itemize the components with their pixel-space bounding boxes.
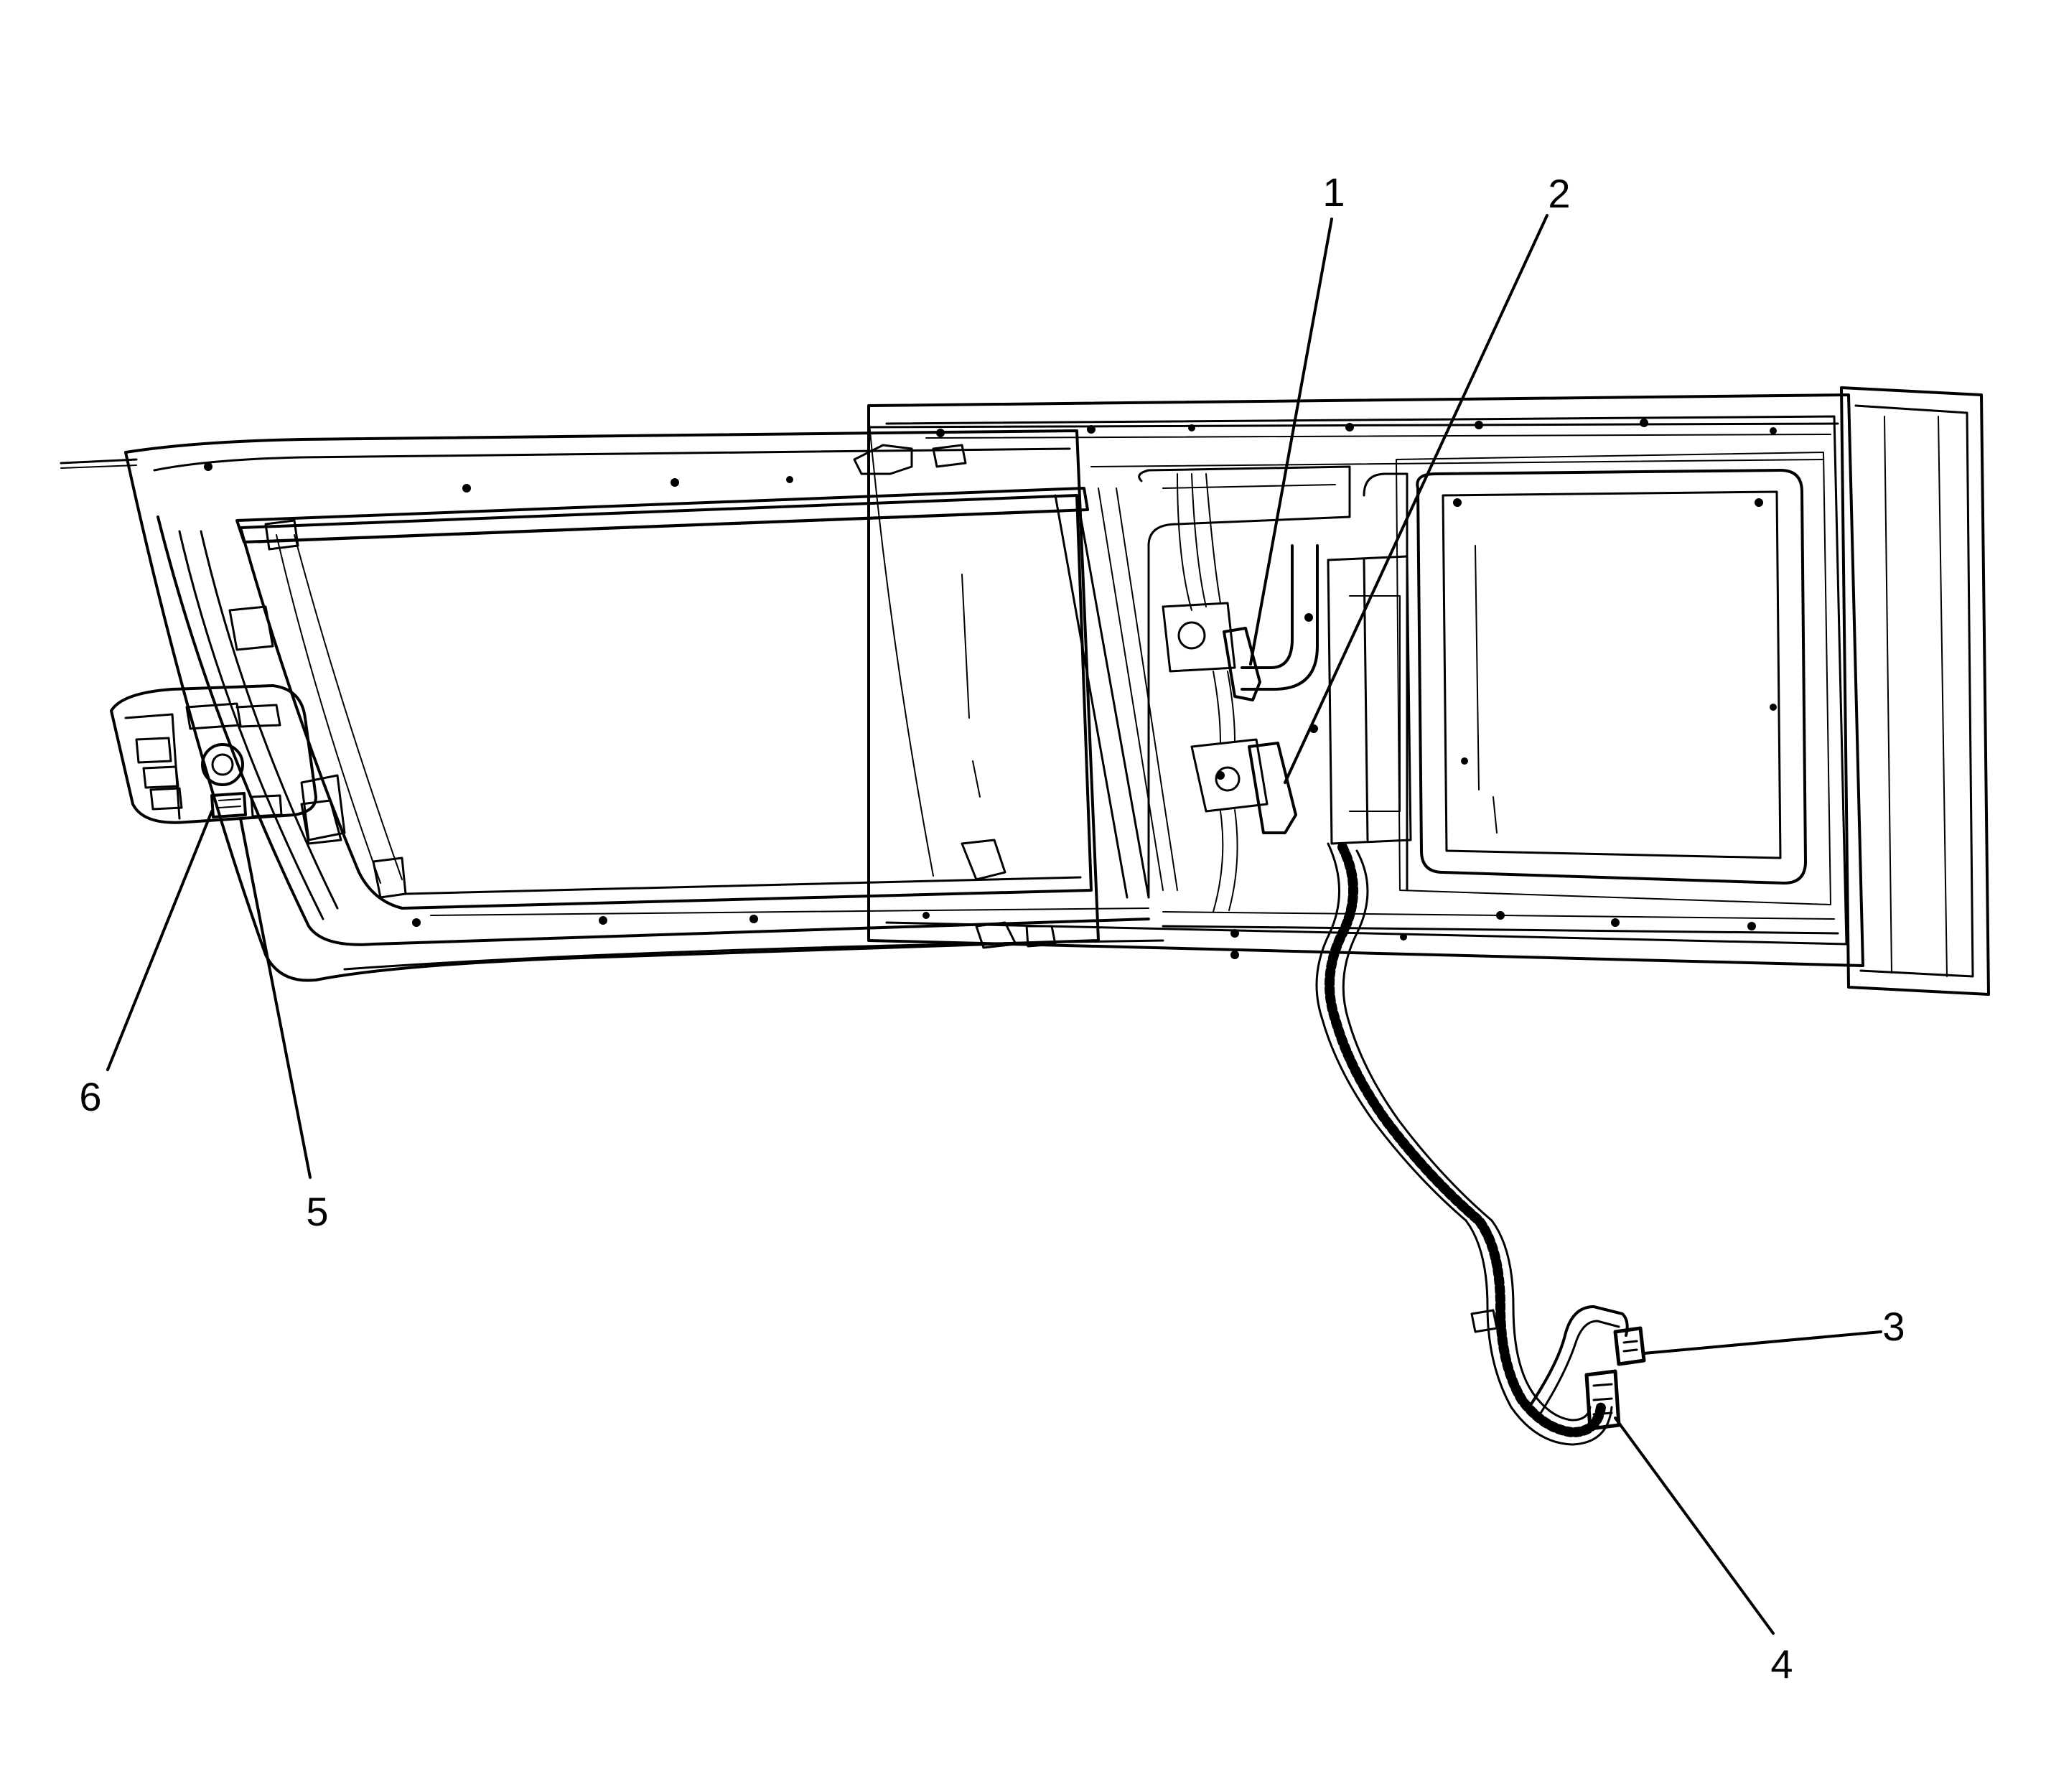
callout-6: 6 (79, 1074, 102, 1119)
rear-frame-assembly (867, 386, 1990, 996)
leader-line-6 (106, 810, 213, 1071)
motor-and-connectors (1162, 473, 1297, 913)
callout-3: 3 (1882, 1304, 1905, 1349)
callout-1: 1 (1322, 169, 1345, 215)
wiring-harness (1315, 842, 1646, 1446)
leader-lines (106, 214, 1882, 1635)
front-frame-assembly (60, 416, 1239, 982)
overhead-switch-console (110, 684, 346, 841)
leader-line-4 (1614, 1417, 1775, 1635)
leader-line-1 (1249, 218, 1333, 666)
leader-line-2 (1284, 214, 1548, 784)
callout-5: 5 (306, 1189, 329, 1234)
leader-line-5 (239, 817, 312, 1179)
leader-line-3 (1643, 1330, 1882, 1355)
callout-2: 2 (1548, 171, 1571, 216)
front-frame-rivets (204, 462, 1239, 959)
callout-4: 4 (1770, 1641, 1793, 1686)
